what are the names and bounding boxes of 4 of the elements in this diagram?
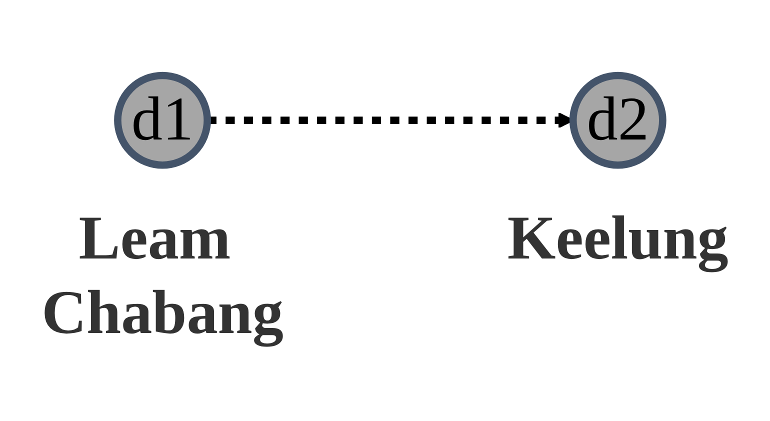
node-circle: d1 (114, 72, 211, 169)
node-caption: Keelung (507, 204, 728, 272)
node-caption: Leam Chabang (42, 204, 284, 347)
node-circle: d2 (569, 72, 666, 169)
